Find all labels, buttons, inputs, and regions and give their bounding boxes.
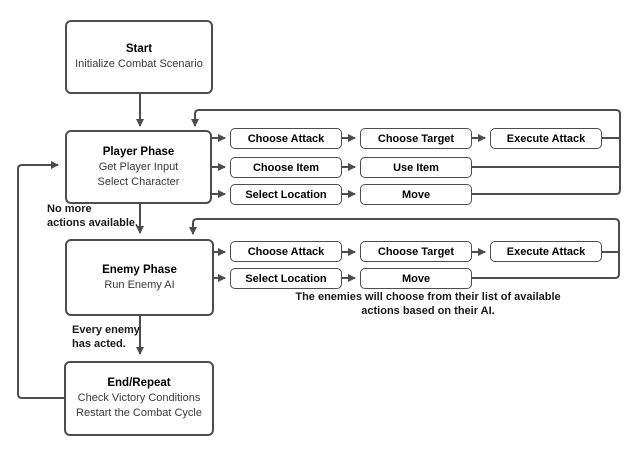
enemy-action-execute-attack: Execute Attack [490,241,602,262]
player-action-select-location: Select Location [230,184,342,205]
node-start: Start Initialize Combat Scenario [65,20,213,94]
node-line: Check Victory Conditions [77,392,201,404]
node-title: Start [125,43,153,55]
note-line: actions based on their AI. [361,305,495,317]
edge-label-line: No more [47,203,92,215]
edge-label-line: actions available. [47,216,139,229]
enemy-action-choose-target: Choose Target [360,241,472,262]
enemy-action-choose-attack: Choose Attack [230,241,342,262]
node-end-repeat: End/Repeat Check Victory Conditions Rest… [64,361,214,436]
edge-label-line: has acted. [72,337,126,350]
enemy-ai-note: The enemies will choose from their list … [238,290,618,318]
node-line: Select Character [97,175,180,188]
player-action-use-item: Use Item [360,157,472,178]
enemy-action-select-location: Select Location [230,268,342,289]
node-line: Restart the Combat Cycle [76,407,202,419]
enemy-action-move: Move [360,268,472,289]
edge-label-line: Every enemy [72,324,140,336]
node-player-phase: Player Phase Get Player Input Select Cha… [65,130,212,204]
player-action-move: Move [360,184,472,205]
player-action-choose-target: Choose Target [360,128,472,149]
node-line: Initialize Combat Scenario [75,58,203,70]
node-title: Enemy Phase [102,263,177,276]
node-enemy-phase: Enemy Phase Run Enemy AI [65,239,214,316]
edge-label-no-more-actions: No more actions available. [47,203,138,230]
player-action-choose-attack: Choose Attack [230,128,342,149]
edge-label-every-enemy: Every enemy has acted. [72,324,140,351]
player-action-choose-item: Choose Item [230,157,342,178]
node-title: Player Phase [102,145,175,158]
player-action-execute-attack: Execute Attack [490,128,602,149]
note-line: The enemies will choose from their list … [295,291,561,303]
node-title: End/Repeat [107,377,171,389]
node-line: Run Enemy AI [104,278,175,291]
node-line: Get Player Input [98,160,179,173]
